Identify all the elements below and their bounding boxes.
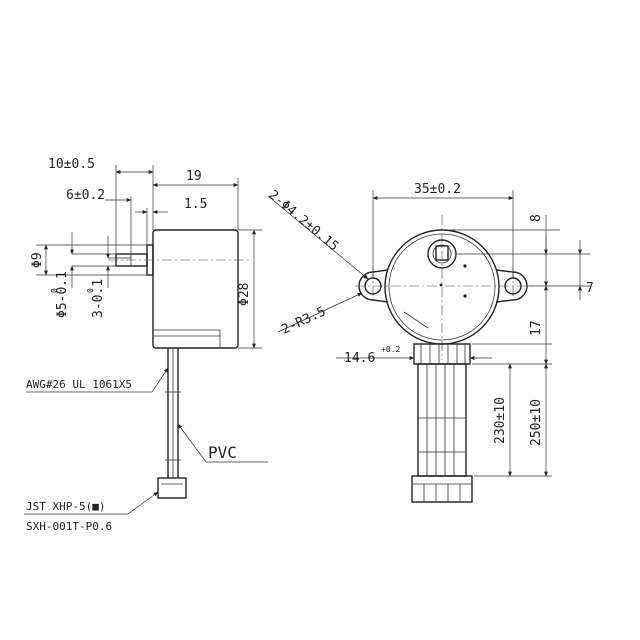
dim-flat-width: 3-0.1: [91, 279, 106, 318]
dim-top-8: 8: [529, 214, 544, 222]
connector-label-2: SXH-001T-P0.6: [26, 520, 112, 533]
dim-cable-width-tol: +0.2: [381, 345, 400, 354]
sleeve-label: PVC: [208, 443, 237, 462]
dim-mount-holes: 2-Φ4.2±0.15: [265, 188, 341, 255]
dim-ear-radius: 2-R3.5: [279, 304, 328, 337]
dim-shaft-flat-tol: 0: [50, 288, 59, 293]
dim-body-depth: 19: [186, 169, 202, 184]
dim-flat-length: 6±0.2: [66, 188, 105, 203]
wire-spec: AWG#26 UL 1061X5: [26, 378, 132, 391]
dim-hole-spacing: 35±0.2: [414, 182, 461, 197]
connector-side: [157, 477, 187, 499]
connector-front: [411, 475, 473, 503]
dim-cable-width: 14.6: [344, 351, 375, 366]
wire-ribbon: [417, 363, 467, 477]
dim-shaft-flat: Φ5-0.1: [55, 271, 70, 318]
dim-right-7: 7: [586, 281, 594, 296]
dim-length-shaft: 10±0.5: [48, 157, 95, 172]
dim-shaft-dia: Φ9: [30, 252, 45, 268]
dim-boss-offset: 1.5: [184, 197, 207, 212]
dim-flat-width-tol: 0: [86, 288, 95, 293]
side-view: 10±0.5 19 6±0.2 1.5 Φ9 Φ5-0.1 0 3-0.1 0 …: [24, 157, 268, 533]
dim-body-dia: Φ28: [237, 283, 252, 306]
front-view: 35±0.2 2-Φ4.2±0.15 2-R3.5 8 7 17 230±10 …: [265, 182, 594, 503]
motor-body-side: [152, 229, 239, 349]
connector-label-1: JST XHP-5(■): [26, 500, 105, 513]
dim-right-17: 17: [529, 320, 544, 336]
dim-wire-250: 250±10: [529, 399, 544, 446]
dim-wire-230: 230±10: [493, 397, 508, 444]
